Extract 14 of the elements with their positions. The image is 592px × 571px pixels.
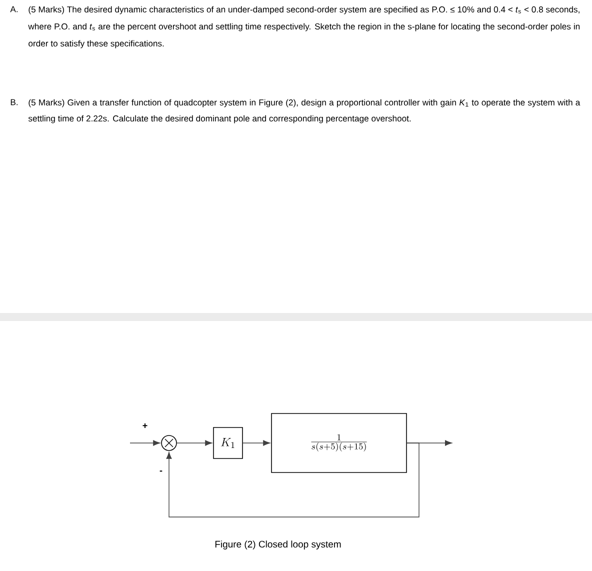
figure-caption: Figure (2) Closed loop system xyxy=(215,540,341,550)
item-letter: B. xyxy=(10,99,18,106)
summing-junction xyxy=(161,435,177,451)
gain-block: $K_1$ xyxy=(213,427,243,459)
transfer-function-block: $\frac{1}{s(s+5)(s+15)}$ xyxy=(271,413,407,473)
arrow xyxy=(166,442,420,518)
sign-label: - xyxy=(160,470,162,472)
arrow xyxy=(130,440,160,446)
item-letter: A. xyxy=(10,6,18,12)
arrow xyxy=(242,440,270,446)
arrow xyxy=(176,440,212,446)
question-text: (5 Marks) Given a transfer function of quadcopter system in Figure (2), design a proportional controller with gain K$_{1}$ to operate the system with a settling time of 2.22s. Calculate the desired dominant pole and corresponding percentage overshoot. xyxy=(28,99,580,124)
question-text: (5 Marks) The desired dynamic characteristics of an under-damped second-order system are specified as P.O. ≤ 10% and 0.4 < t$_{s}$ < 0.8 seconds, where P.O. and t$_{s}$ are the percent overshoot and settling time respectively. Sketch the region in the s-plane for locating the second-order poles in order to satisfy these specifications. xyxy=(28,6,580,48)
sign-label: + xyxy=(142,423,148,428)
